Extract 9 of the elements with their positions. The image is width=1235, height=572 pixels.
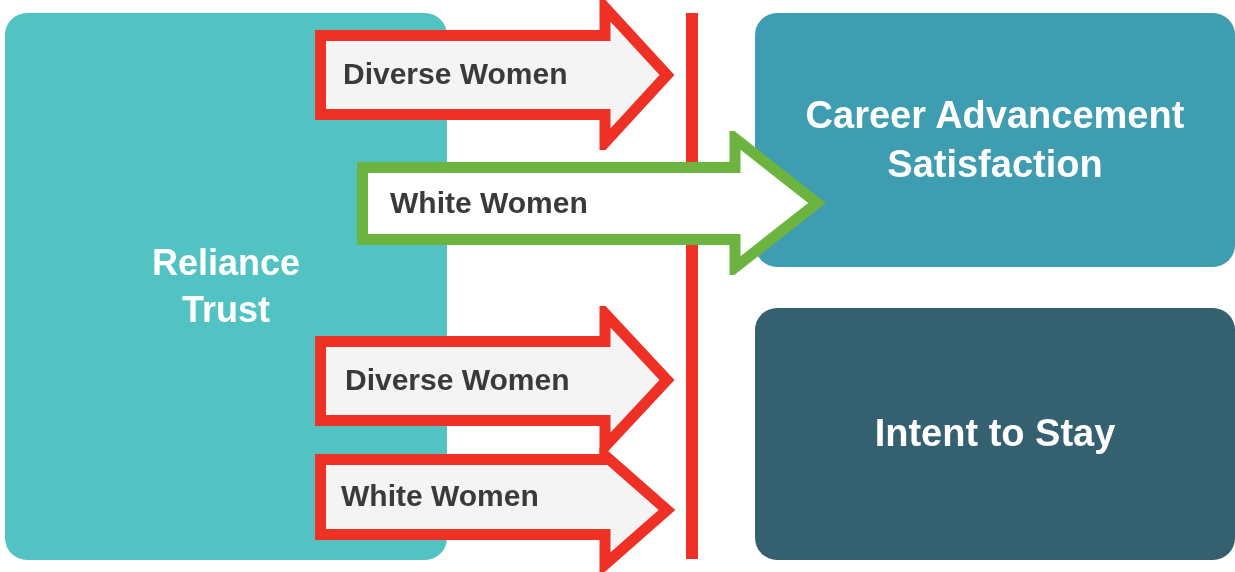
- arrow-label: White Women: [390, 185, 588, 220]
- box-label: Reliance Trust: [150, 240, 302, 332]
- box-label: Career Advancement Satisfaction: [804, 92, 1186, 187]
- rounded-box: [755, 308, 1235, 560]
- rounded-box: [755, 13, 1235, 267]
- arrow-label: Diverse Women: [343, 57, 568, 91]
- arrow-label: White Women: [341, 479, 539, 513]
- arrow-label: Diverse Women: [345, 363, 570, 397]
- box-label: Intent to Stay: [874, 411, 1116, 457]
